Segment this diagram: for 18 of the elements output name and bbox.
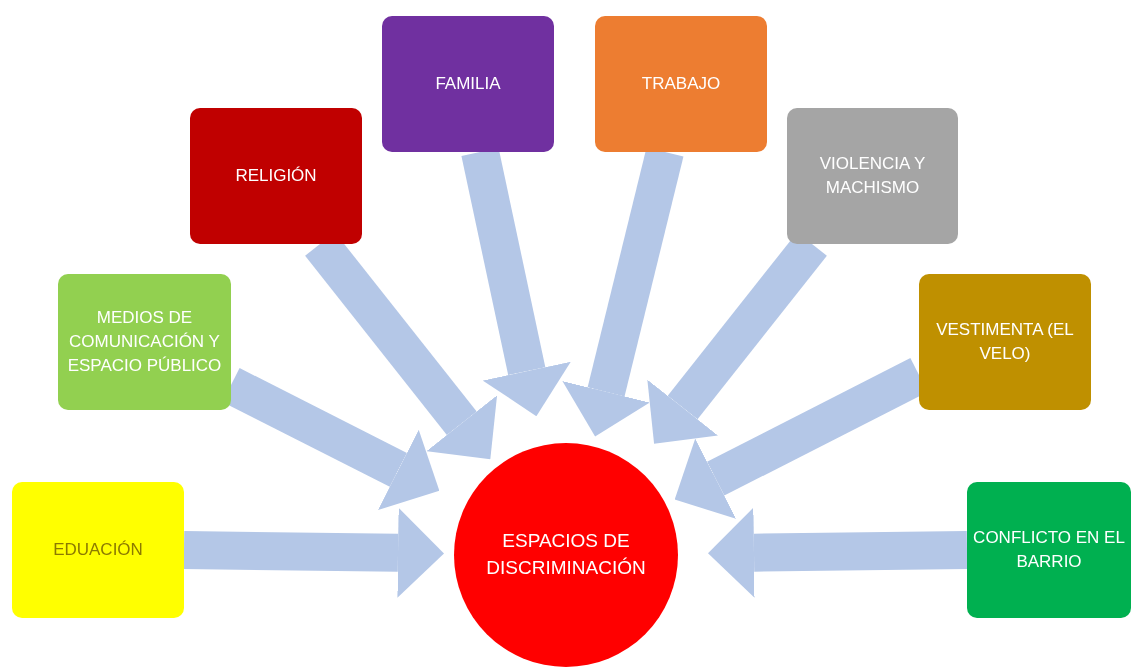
node-label: RELIGIÓN — [235, 165, 317, 188]
category-box — [58, 274, 231, 410]
category-box — [382, 16, 554, 152]
node-label: CONFLICTO EN EL BARRIO — [973, 527, 1125, 573]
node-label: EDUACIÓN — [53, 539, 143, 562]
node-label: FAMILIA — [435, 73, 501, 96]
node-label: MEDIOS DE COMUNICACIÓN Y ESPACIO PÚBLICO — [66, 307, 223, 377]
category-box — [919, 274, 1091, 410]
category-box — [595, 16, 767, 152]
category-box — [190, 108, 362, 244]
node-label: ESPACIOS DE DISCRIMINACIÓN — [485, 529, 647, 580]
node-label: VESTIMENTA (EL VELO) — [935, 319, 1075, 365]
category-box — [787, 108, 958, 244]
node-label: VIOLENCIA Y MACHISMO — [818, 153, 927, 199]
category-box — [12, 482, 184, 618]
node-label: TRABAJO — [641, 73, 721, 96]
block-arrow — [183, 507, 444, 598]
category-box — [967, 482, 1131, 618]
